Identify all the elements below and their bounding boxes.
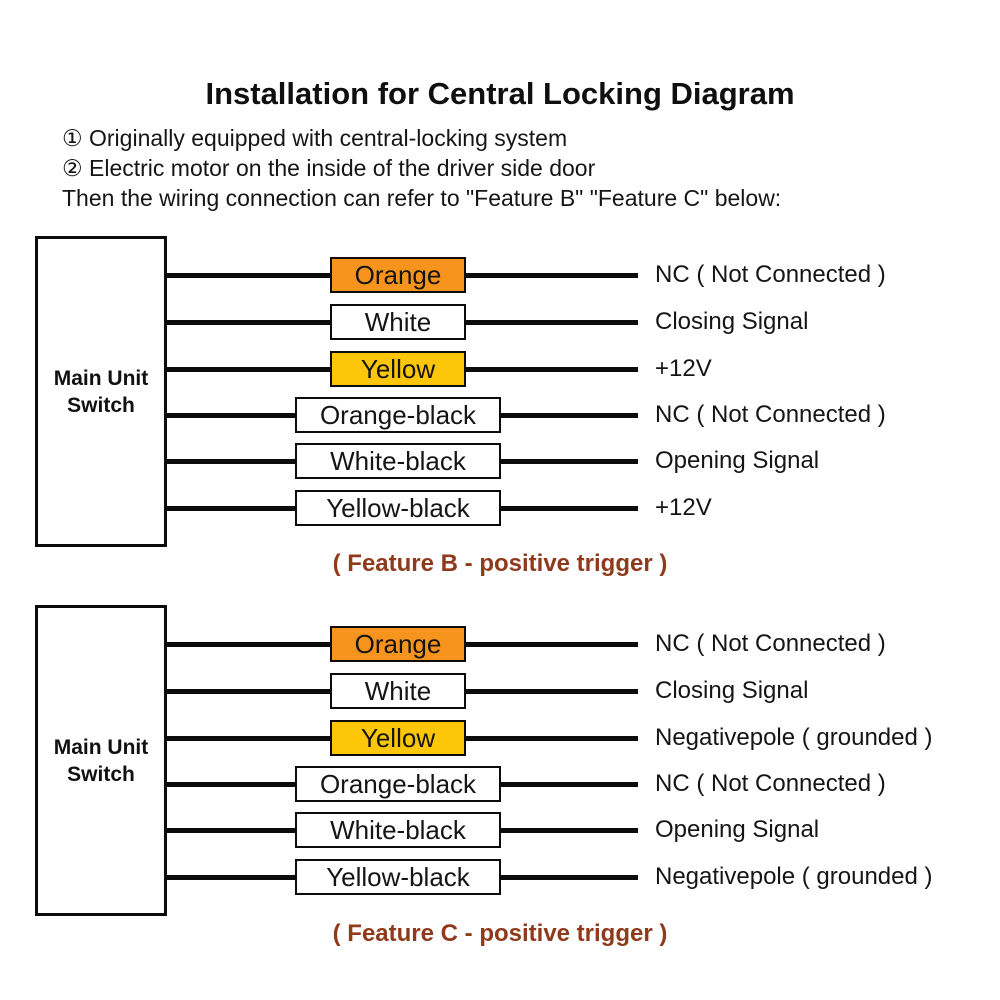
wire-segment-left: [165, 736, 331, 741]
signal-label: Opening Signal: [655, 447, 820, 474]
main-unit-switch-label-line2: Switch: [67, 762, 135, 786]
wire-label-box: Yellow: [330, 351, 466, 387]
feature-b-diagram: Main Unit Switch Orange NC ( Not Connect…: [0, 236, 1000, 547]
wire-segment-right: [464, 736, 638, 741]
wire-segment-right: [499, 506, 638, 511]
signal-label: Negativepole ( grounded ): [655, 724, 933, 751]
wire-segment-right: [464, 367, 638, 372]
wire-segment-right: [499, 459, 638, 464]
wire-label-box: White-black: [295, 443, 501, 479]
wire-row-yellow-black: Yellow-black Negativepole ( grounded ): [0, 859, 1000, 895]
wire-segment-right: [464, 273, 638, 278]
wire-segment-right: [464, 689, 638, 694]
signal-label: +12V: [655, 355, 712, 382]
wire-segment-left: [165, 459, 296, 464]
wire-label-box: Orange-black: [295, 397, 501, 433]
wire-label-box: Yellow-black: [295, 859, 501, 895]
note-line-1: ① Originally equipped with central-locki…: [62, 125, 568, 151]
main-unit-switch-label-line2: Switch: [67, 393, 135, 417]
main-unit-switch-box: Main Unit Switch: [35, 236, 167, 547]
wire-segment-right: [499, 828, 638, 833]
wire-label-box: Orange: [330, 626, 466, 662]
main-unit-switch-box: Main Unit Switch: [35, 605, 167, 916]
main-unit-switch-label-line1: Main Unit: [53, 735, 149, 759]
wire-row-orange-black: Orange-black NC ( Not Connected ): [0, 397, 1000, 433]
signal-label: Closing Signal: [655, 677, 809, 704]
wire-row-orange: Orange NC ( Not Connected ): [0, 257, 1000, 293]
signal-label: +12V: [655, 494, 712, 521]
signal-label: NC ( Not Connected ): [655, 630, 886, 657]
note-line-3: Then the wiring connection can refer to …: [62, 185, 782, 211]
wire-segment-left: [165, 875, 296, 880]
wire-row-white-black: White-black Opening Signal: [0, 812, 1000, 848]
wire-label-box: Yellow-black: [295, 490, 501, 526]
wire-label-box: White: [330, 304, 466, 340]
wire-row-white-black: White-black Opening Signal: [0, 443, 1000, 479]
wire-row-white: White Closing Signal: [0, 673, 1000, 709]
note-line-2: ② Electric motor on the inside of the dr…: [62, 155, 596, 181]
wire-label-box: Yellow: [330, 720, 466, 756]
signal-label: Opening Signal: [655, 816, 820, 843]
wire-segment-right: [464, 642, 638, 647]
wire-segment-left: [165, 642, 331, 647]
wire-segment-left: [165, 367, 331, 372]
signal-label: NC ( Not Connected ): [655, 770, 886, 797]
wire-label-box: Orange: [330, 257, 466, 293]
wire-row-yellow: Yellow +12V: [0, 351, 1000, 387]
main-unit-switch-label-line1: Main Unit: [53, 366, 149, 390]
wire-row-orange-black: Orange-black NC ( Not Connected ): [0, 766, 1000, 802]
intro-notes: ① Originally equipped with central-locki…: [62, 123, 781, 213]
wire-row-white: White Closing Signal: [0, 304, 1000, 340]
wire-row-yellow: Yellow Negativepole ( grounded ): [0, 720, 1000, 756]
wire-row-yellow-black: Yellow-black +12V: [0, 490, 1000, 526]
wire-label-box: White: [330, 673, 466, 709]
feature-c-caption: ( Feature C - positive trigger ): [332, 920, 668, 947]
wire-segment-left: [165, 506, 296, 511]
signal-label: NC ( Not Connected ): [655, 261, 886, 288]
wire-label-box: Orange-black: [295, 766, 501, 802]
feature-b-caption: ( Feature B - positive trigger ): [332, 550, 668, 577]
wire-segment-left: [165, 782, 296, 787]
page-title: Installation for Central Locking Diagram: [205, 76, 795, 111]
wire-segment-right: [499, 782, 638, 787]
wire-segment-right: [464, 320, 638, 325]
signal-label: NC ( Not Connected ): [655, 401, 886, 428]
wire-segment-left: [165, 689, 331, 694]
wire-label-box: White-black: [295, 812, 501, 848]
wire-segment-left: [165, 828, 296, 833]
wire-segment-left: [165, 413, 296, 418]
wire-segment-left: [165, 320, 331, 325]
wire-segment-right: [499, 413, 638, 418]
wire-segment-left: [165, 273, 331, 278]
signal-label: Closing Signal: [655, 308, 809, 335]
feature-c-diagram: Main Unit Switch Orange NC ( Not Connect…: [0, 605, 1000, 916]
wire-row-orange: Orange NC ( Not Connected ): [0, 626, 1000, 662]
signal-label: Negativepole ( grounded ): [655, 863, 933, 890]
wire-segment-right: [499, 875, 638, 880]
